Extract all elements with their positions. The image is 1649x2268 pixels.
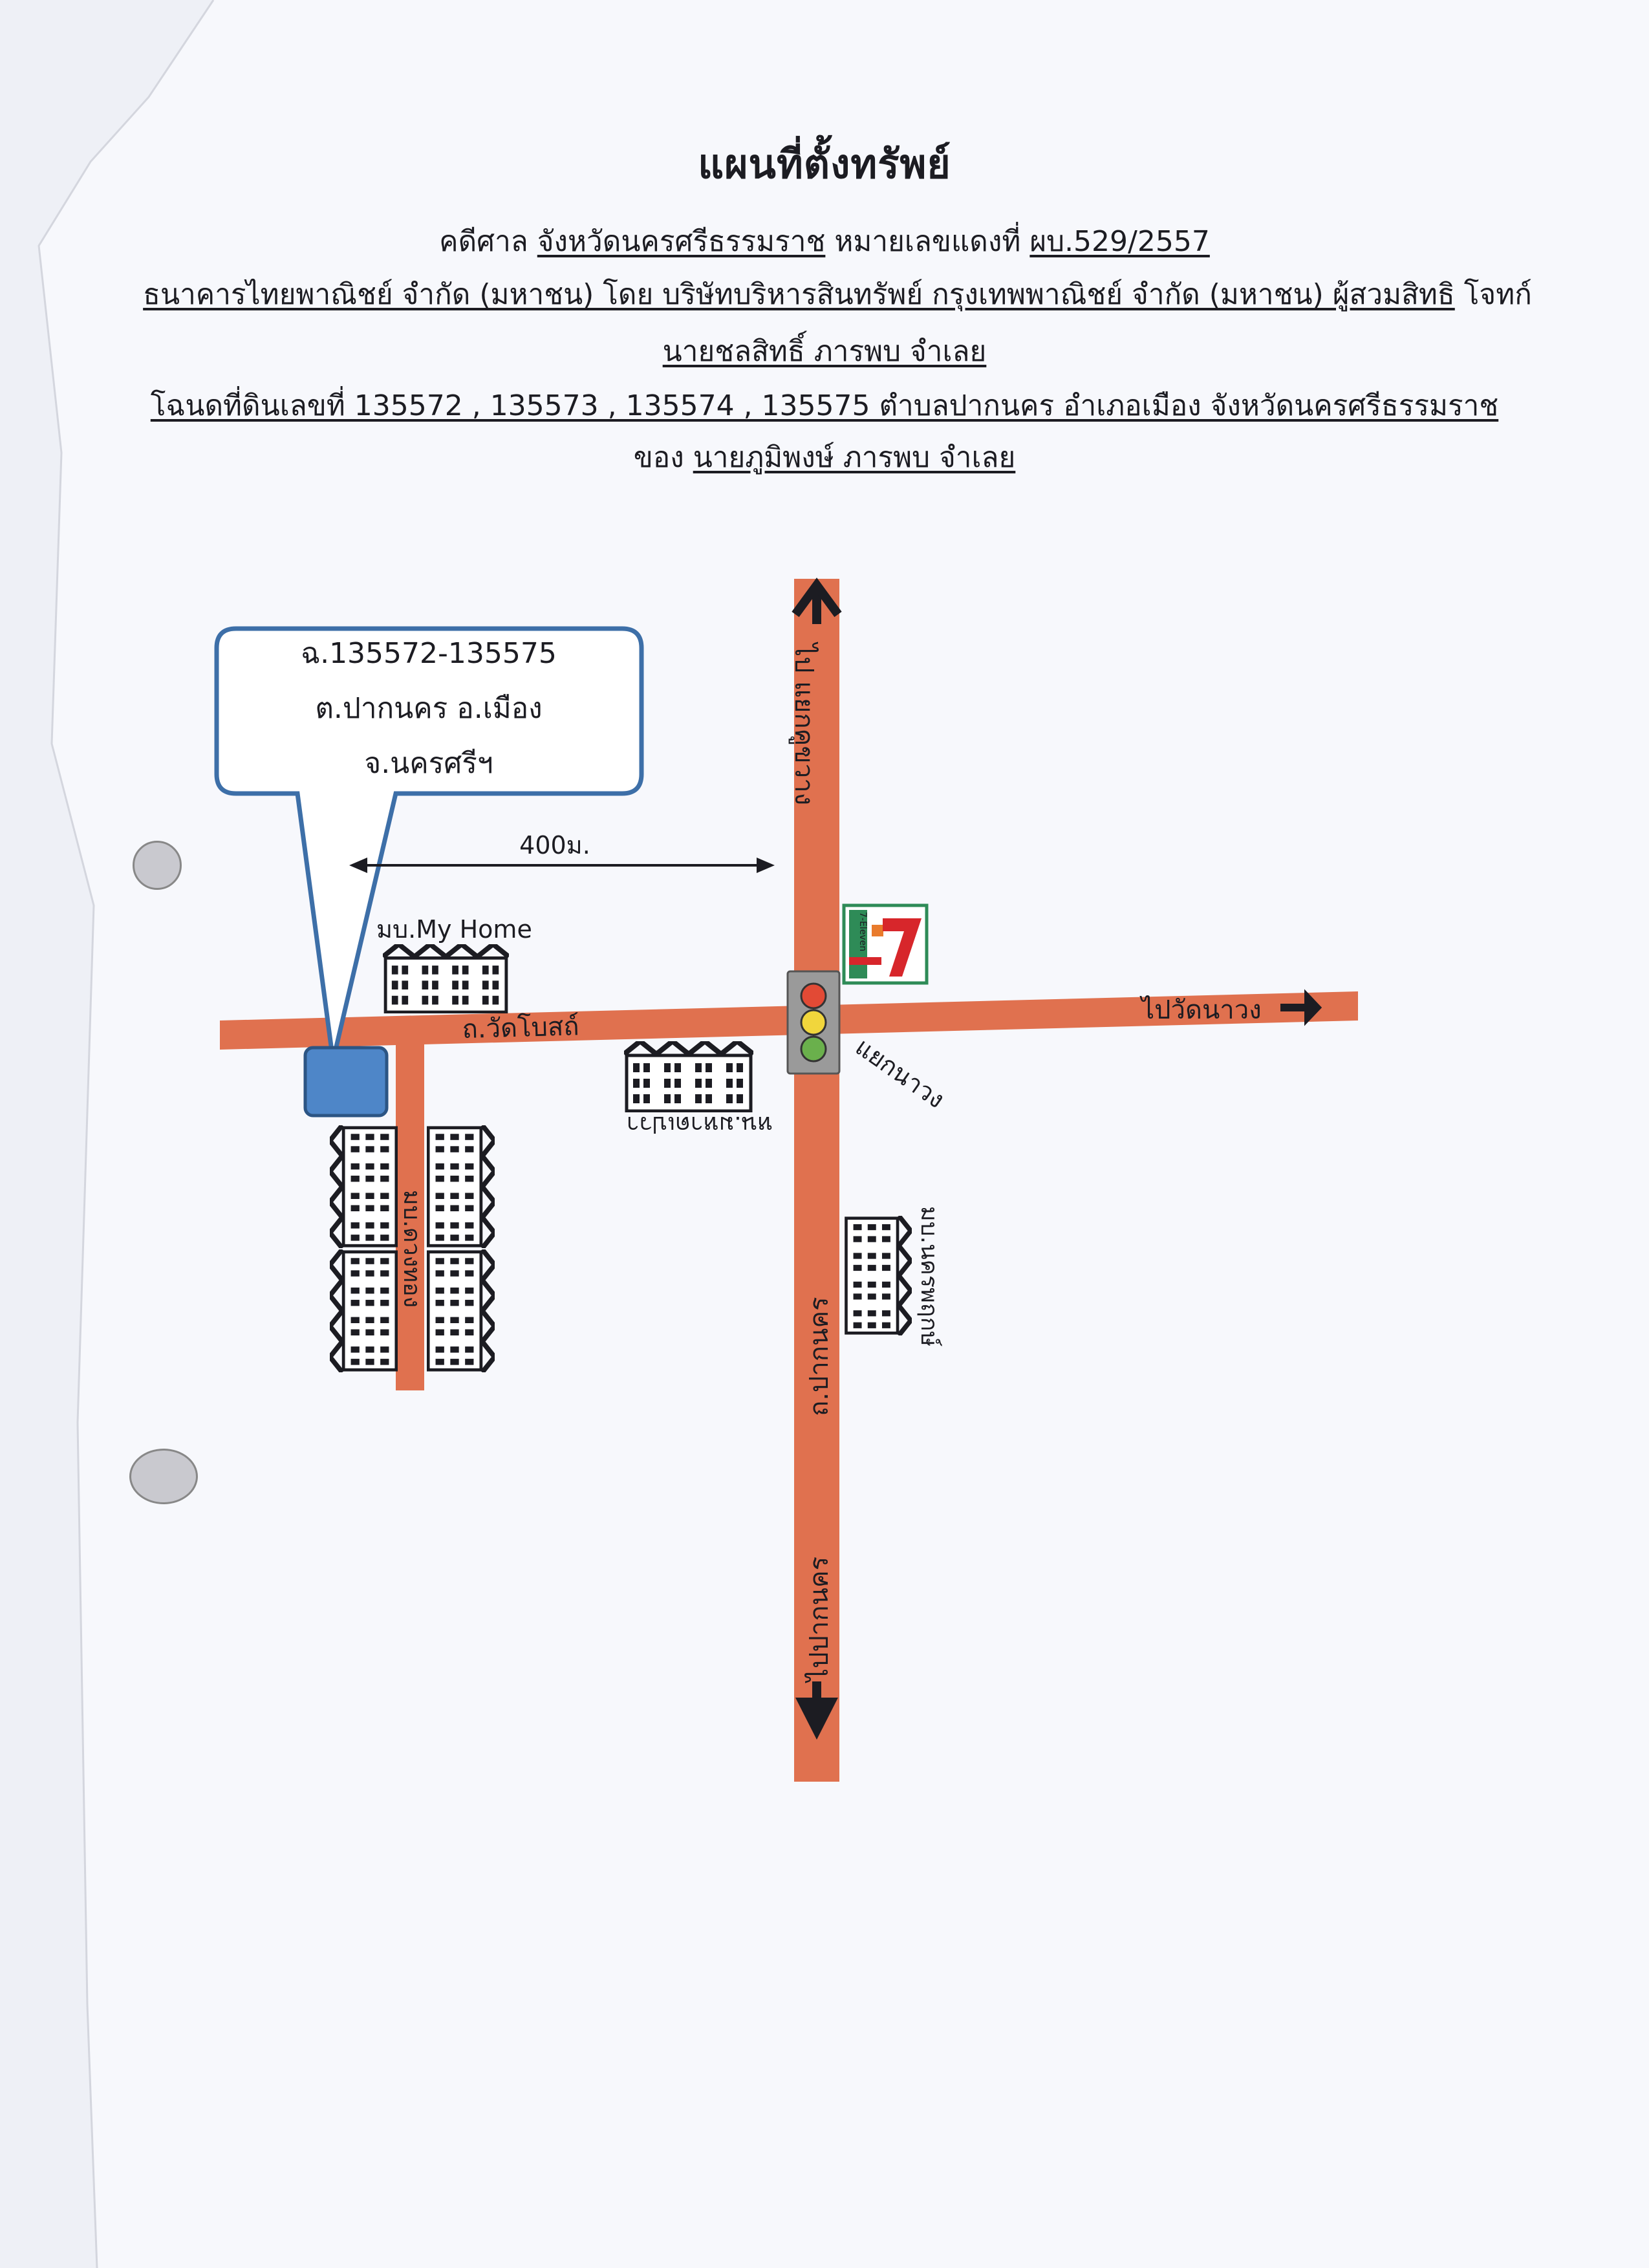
case-line: คดีศาล จังหวัดนครศรีธรรมราช หมายเลขแดงที… — [0, 219, 1649, 264]
callout-line-1: ฉ.135572-135575 — [301, 637, 557, 670]
case-prefix: คดีศาล — [439, 225, 528, 258]
village-duangthong-label: มบ.ดวงทอง — [398, 1190, 425, 1308]
village-south-road-buildings — [624, 1041, 753, 1111]
to-south-label: ไปปากนคร — [804, 1557, 834, 1683]
arrow-right-icon — [1280, 989, 1322, 1026]
convenience-store-logo — [842, 903, 929, 985]
arrow-up-icon — [792, 578, 842, 624]
duangthong-buildings-right-bottom — [428, 1249, 495, 1372]
plaintiff-role: โจทก์ — [1463, 278, 1532, 311]
owner-line: ของ นายภูมิพงษ์ ภารพบ จำเลย — [0, 435, 1649, 480]
binder-hole-bottom — [129, 1449, 198, 1504]
callout-line-2: ต.ปากนคร อ.เมือง — [315, 692, 542, 725]
deed-text: โฉนดที่ดินเลขที่ 135572 , 135573 , 13557… — [150, 389, 1499, 422]
store-name: 7-Eleven — [857, 912, 868, 951]
road-pak-nakhon-label: ถ.ปากนคร — [804, 1297, 834, 1416]
arrow-down-icon — [795, 1681, 838, 1740]
village-south-road-label: หน.มหาดเปวา — [627, 1111, 773, 1138]
owner-prefix: ของ — [633, 441, 684, 474]
to-east-label: ไปวัดนาวง — [1139, 995, 1262, 1025]
road-vertical-main — [794, 579, 839, 1782]
road-duangthong-soi — [396, 1041, 424, 1390]
court-name: จังหวัดนครศรีธรรมราช — [537, 225, 826, 258]
callout-line-3: จ.นครศรีฯ — [364, 747, 493, 780]
duangthong-buildings-right-top — [428, 1125, 495, 1248]
defendant-name: นายชลสิทธิ์ ภารพบ จำเลย — [662, 335, 987, 368]
village-east-buildings — [846, 1216, 911, 1335]
village-east-label: มบ.นครพฤกษ์ — [916, 1206, 942, 1346]
owner-name: นายภูมิพงษ์ ภารพบ จำเลย — [693, 441, 1016, 474]
traffic-light-icon — [786, 970, 841, 1075]
to-north-label: ไป แยกคูขวาง — [789, 642, 819, 805]
defendant-line: นายชลสิทธิ์ ภารพบ จำเลย — [0, 329, 1649, 374]
distance-arrow — [349, 858, 775, 873]
red-number: ผบ.529/2557 — [1029, 225, 1210, 258]
plaintiff-line: ธนาคารไทยพาณิชย์ จำกัด (มหาชน) โดย บริษั… — [0, 272, 1649, 317]
distance-label: 400ม. — [519, 831, 590, 859]
plaintiff-name: ธนาคารไทยพาณิชย์ จำกัด (มหาชน) โดย บริษั… — [143, 278, 1455, 311]
intersection-label: แยกนาวง — [850, 1032, 950, 1114]
page-title: แผนที่ตั้งทรัพย์ — [698, 140, 951, 188]
village-my-home-label: มบ.My Home — [376, 915, 532, 944]
duangthong-buildings-left-bottom — [330, 1249, 396, 1372]
property-plot-marker — [303, 1046, 389, 1118]
road-wat-bot-label: ถ.วัดโบสถ์ — [462, 1011, 579, 1044]
deed-line: โฉนดที่ดินเลขที่ 135572 , 135573 , 13557… — [0, 383, 1649, 428]
village-my-home-buildings — [383, 944, 509, 1012]
duangthong-buildings-left-top — [330, 1125, 396, 1248]
red-number-label: หมายเลขแดงที่ — [834, 225, 1021, 258]
binder-hole-top — [133, 841, 182, 890]
